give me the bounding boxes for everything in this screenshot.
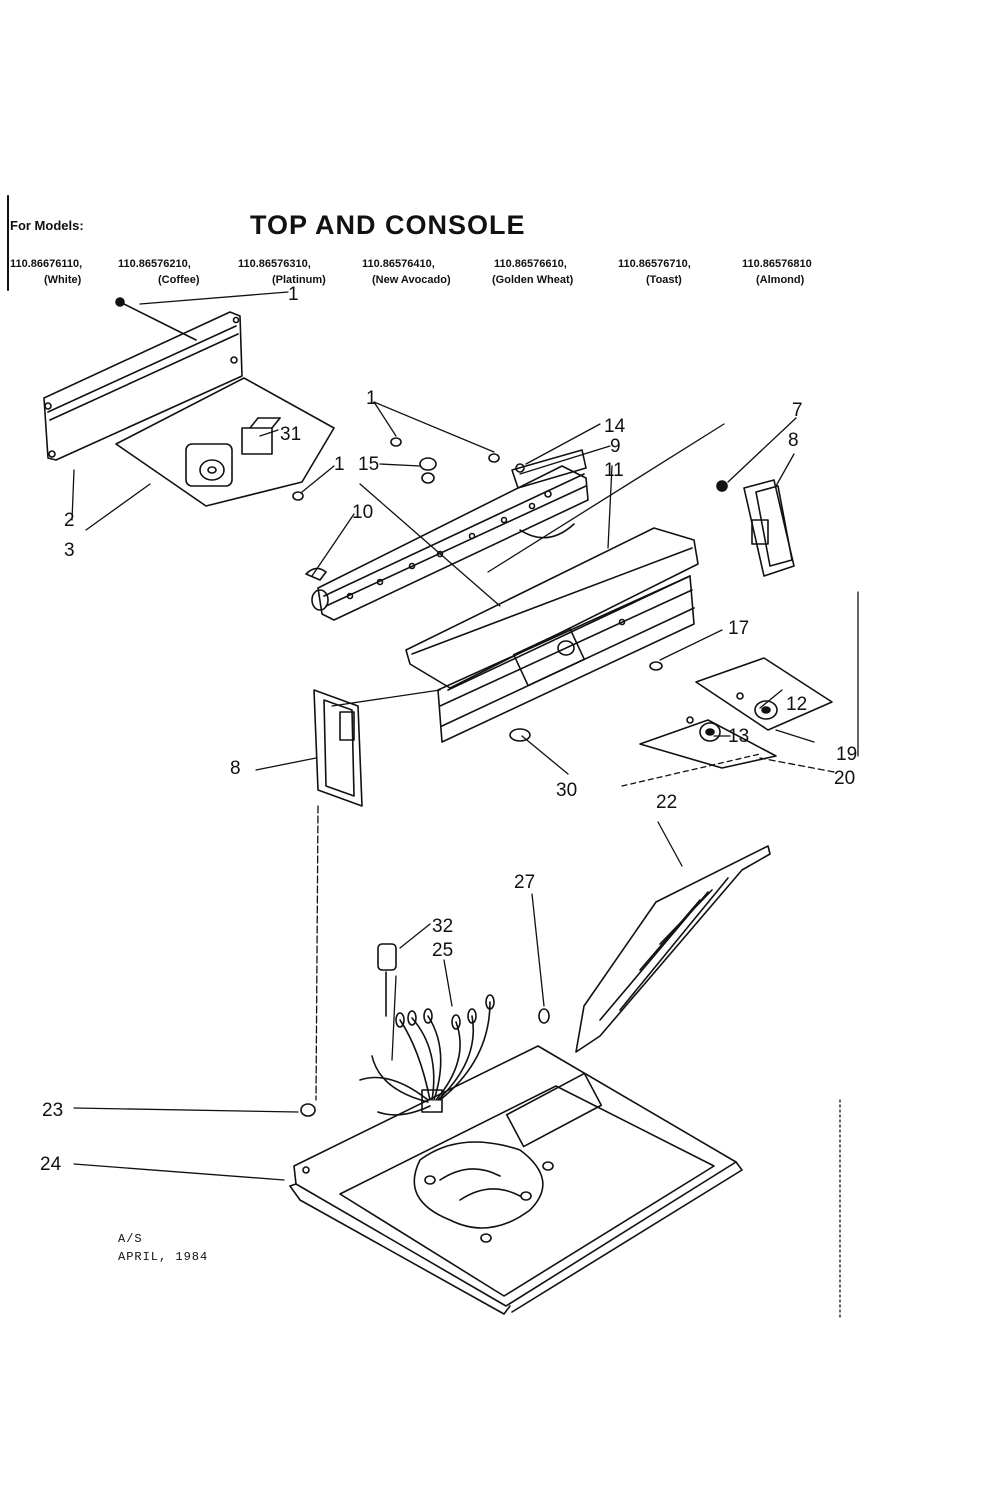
callout-label: 13 (728, 726, 749, 747)
model-number: 110.86576610, (494, 258, 567, 270)
fastener-screws (300, 437, 663, 1117)
callout-label: 1 (334, 454, 345, 475)
callout-label: 10 (352, 502, 373, 523)
rear-bracket-part (43, 297, 243, 461)
callout-label: 11 (604, 460, 624, 481)
leader-lines (71, 291, 859, 1321)
wire-harness-part (359, 943, 495, 1116)
callout-label: 8 (230, 758, 241, 779)
callout-label: 22 (656, 792, 677, 813)
top-panel-part (289, 1045, 743, 1315)
callout-label: 31 (280, 424, 301, 445)
for-models-label: For Models: (10, 218, 84, 233)
model-number: 110.86576210, (118, 258, 191, 270)
callout-label: 7 (792, 400, 803, 421)
model-color: (Platinum) (272, 274, 326, 286)
callout-label: 9 (610, 436, 621, 457)
callout-label: 30 (556, 780, 577, 801)
callout-label: 3 (64, 540, 75, 561)
footer-code: A/S (118, 1232, 143, 1246)
callout-label: 19 (836, 744, 857, 765)
callout-label: 2 (64, 510, 75, 531)
callout-label: 27 (514, 872, 535, 893)
model-color: (Coffee) (158, 274, 200, 286)
knob-panels-part (639, 657, 833, 769)
model-number: 110.86576810 (742, 258, 812, 270)
model-color: (White) (44, 274, 82, 286)
console-channel-part (405, 527, 699, 743)
callout-label: 24 (40, 1154, 62, 1175)
right-end-cap-part (716, 479, 795, 577)
diagram-title: TOP AND CONSOLE (250, 210, 526, 240)
model-number: 110.86676110, (10, 258, 83, 270)
callout-label: 12 (786, 694, 807, 715)
timer-panel-part (115, 377, 335, 507)
callout-label: 14 (604, 416, 626, 437)
callout-label: 17 (728, 618, 749, 639)
model-color: (Toast) (646, 274, 682, 286)
model-number: 110.86576710, (618, 258, 691, 270)
model-number: 110.86576310, (238, 258, 311, 270)
callout-label: 1 (288, 284, 299, 305)
model-color: (Golden Wheat) (492, 274, 574, 286)
control-bracket-part (305, 449, 589, 621)
callout-label: 8 (788, 430, 799, 451)
model-color: (Almond) (756, 274, 805, 286)
callout-label: 25 (432, 940, 453, 961)
callout-label: 20 (834, 768, 855, 789)
callout-label: 32 (432, 916, 453, 937)
left-end-cap-part (313, 689, 363, 807)
callout-label: 1 (366, 388, 377, 409)
model-color: (New Avocado) (372, 274, 451, 286)
footer-date: APRIL, 1984 (118, 1250, 209, 1264)
control-overlay-part (575, 845, 771, 1053)
callout-label: 15 (358, 454, 379, 475)
callout-label: 23 (42, 1100, 63, 1121)
callout-numbers: 1 1 1 2 3 31 15 14 9 11 7 8 10 17 12 13 … (40, 284, 857, 1175)
model-number: 110.86576410, (362, 258, 435, 270)
